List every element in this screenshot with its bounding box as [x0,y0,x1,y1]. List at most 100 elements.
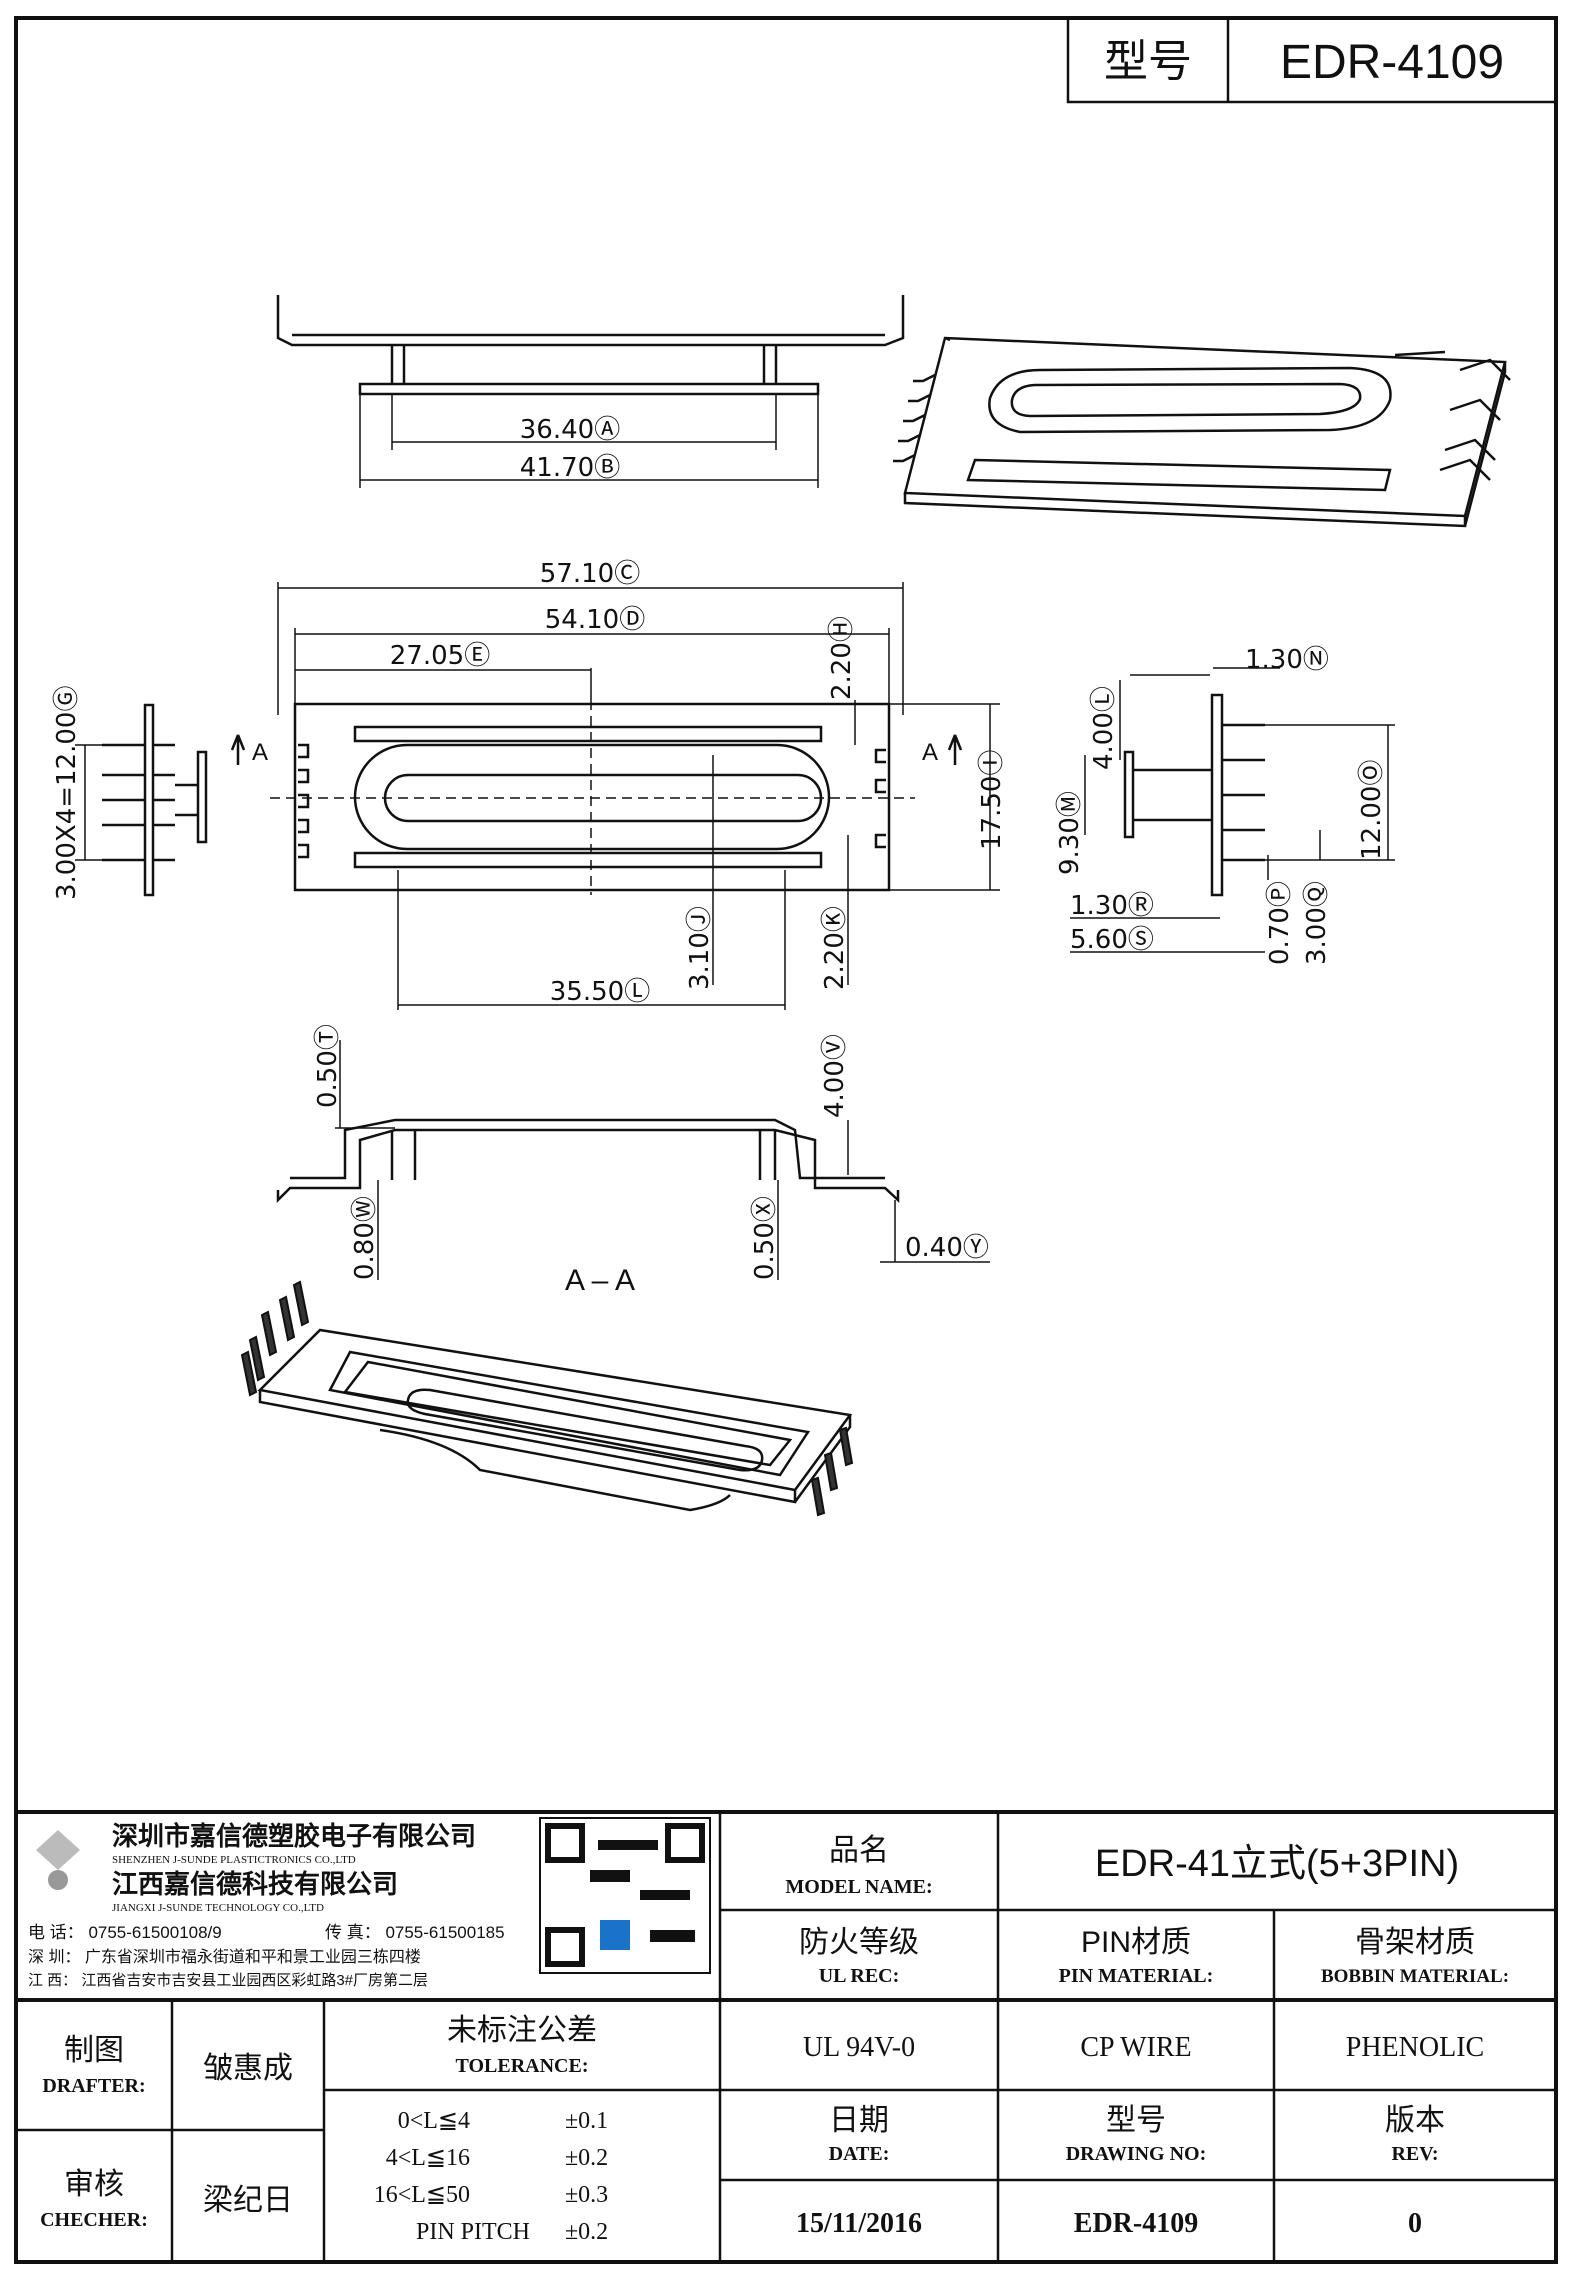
tag-pin-pitch: Ⓠ [1302,881,1332,907]
rev-value: 0 [1408,2208,1422,2239]
header-model: EDR-4109 [1280,36,1504,89]
svg-text:0.40Ⓨ: 0.40Ⓨ [905,1233,989,1263]
bobbin-en: BOBBIN MATERIAL: [1321,1966,1509,1987]
dim-flange-thk: 1.30 [1245,645,1303,675]
dim-sec-left: 0.80 [350,1222,380,1280]
tag-pin-w: Ⓟ [1265,881,1295,907]
drafter-name: 皱惠成 [203,2052,293,2085]
section-label: A – A [565,1264,635,1297]
svg-text:1.30Ⓝ: 1.30Ⓝ [1245,645,1329,675]
company-fax: 传 真： 0755-61500185 [325,1923,505,1942]
company-addr-sz: 深 圳： 广东省深圳市福永街道和平和景工业园三栋四楼 [28,1948,421,1966]
drafter-cn: 制图 [64,2034,124,2067]
date-en: DATE: [829,2143,890,2165]
title-block: 深圳市嘉信德塑胶电子有限公司 SHENZHEN J-SUNDE PLASTICT… [16,1810,1556,2262]
dim-window-length: 35.50 [550,977,624,1007]
dim-pin-span: 3.00X4=12.00 [52,712,82,900]
arrow-a-right: A [922,739,938,766]
dim-pin-pitch: 3.00 [1302,907,1332,965]
drawing-no-cn: 型号 [1106,2104,1166,2137]
model-name-value: EDR-41立式(5+3PIN) [1095,1843,1459,1885]
tolerance-en: TOLERANCE: [456,2055,589,2077]
company-tel: 电 话： 0755-61500108/9 [28,1923,222,1942]
tag-bottom-gap: Ⓚ [820,906,850,932]
pin-mat-cn: PIN材质 [1081,1926,1191,1959]
company-logo [36,1830,80,1890]
svg-text:1.30Ⓡ: 1.30Ⓡ [1070,891,1154,921]
tag-sec-right: Ⓧ [750,1196,780,1222]
dim-flange-thk2: 1.30 [1070,891,1128,921]
tag-body-length: Ⓓ [619,605,645,635]
tol-range-3: PIN PITCH [416,2219,530,2245]
tag-top-inner: Ⓐ [594,415,620,445]
tag-overall-length: Ⓒ [614,559,640,589]
left-end-view: 3.00X4=12.00Ⓖ [52,686,208,900]
svg-text:54.10Ⓓ: 54.10Ⓓ [545,605,645,635]
drawing-no-en: DRAWING NO: [1066,2143,1207,2165]
tol-value-1: ±0.2 [565,2145,608,2171]
dim-pin-w: 0.70 [1265,907,1295,965]
svg-text:0.50Ⓣ: 0.50Ⓣ [313,1024,343,1108]
checker-en: CHECHER: [40,2209,148,2231]
svg-text:12.00Ⓞ: 12.00Ⓞ [1357,760,1387,860]
tol-range-1: 4<L≦16 [386,2145,470,2171]
date-cn: 日期 [829,2104,889,2137]
bobbin-cn: 骨架材质 [1355,1926,1475,1959]
tag-sec-left: Ⓦ [350,1196,380,1222]
tag-pin-row: Ⓞ [1357,760,1387,786]
qr-code [539,1817,711,1974]
dim-pin-len: 5.60 [1070,925,1128,955]
dim-width: 17.50 [977,776,1007,850]
tag-pin-dia: Ⓨ [963,1233,989,1263]
company-name-jx-en: JIANGXI J-SUNDE TECHNOLOGY CO.,LTD [112,1902,324,1914]
svg-text:4.00Ⓛ: 4.00Ⓛ [1089,686,1119,770]
main-plan-view: 57.10Ⓒ 54.10Ⓓ 27.05Ⓔ 2.20Ⓗ 17.50Ⓘ 3.10Ⓙ … [230,559,1007,1010]
pin-value: CP WIRE [1080,2032,1191,2063]
svg-text:27.05Ⓔ: 27.05Ⓔ [390,641,490,671]
top-side-view: 36.40Ⓐ 41.70Ⓑ [276,295,905,488]
tag-width: Ⓘ [977,750,1007,776]
tol-value-2: ±0.3 [565,2182,608,2208]
svg-text:3.10Ⓙ: 3.10Ⓙ [685,906,715,990]
svg-text:57.10Ⓒ: 57.10Ⓒ [540,559,640,589]
model-name-en: MODEL NAME: [785,1876,932,1898]
tol-range-0: 0<L≦4 [398,2108,470,2134]
dim-window-width: 3.10 [685,932,715,990]
dim-pin-dia: 0.40 [905,1233,963,1263]
iso-view-bottom [240,1280,854,1517]
rev-cn: 版本 [1385,2104,1445,2137]
tag-pin-len: Ⓢ [1128,925,1154,955]
tol-value-0: ±0.1 [565,2108,608,2134]
right-side-view: 1.30Ⓝ 4.00Ⓛ 9.30Ⓜ 12.00Ⓞ 1.30Ⓡ 5.60Ⓢ 0.7… [1055,645,1395,965]
dim-top-outer: 41.70 [520,453,594,483]
svg-text:35.50Ⓛ: 35.50Ⓛ [550,977,650,1007]
dim-overall-length: 57.10 [540,559,614,589]
dim-top-inner: 36.40 [520,415,594,445]
company-name-jx: 江西嘉信德科技有限公司 [112,1869,398,1899]
drafter-en: DRAFTER: [42,2075,145,2097]
model-name-cn: 品名 [829,1834,889,1867]
tag-flange-thk2: Ⓡ [1128,891,1154,921]
dim-pin-row: 12.00 [1357,786,1387,860]
dim-top-gap: 2.20 [827,642,857,700]
dim-half-length: 27.05 [390,641,464,671]
svg-text:41.70Ⓑ: 41.70Ⓑ [520,453,620,483]
ul-cn: 防火等级 [799,1926,919,1959]
sheet-border [14,16,1558,2264]
tag-flange-thk: Ⓝ [1303,645,1329,675]
checker-name: 梁纪日 [203,2184,293,2217]
ul-en: UL REC: [819,1965,900,1987]
svg-text:2.20Ⓚ: 2.20Ⓚ [820,906,850,990]
dim-sec-top: 0.50 [313,1050,343,1108]
svg-text:3.00Ⓠ: 3.00Ⓠ [1302,881,1332,965]
company-name-sz: 深圳市嘉信德塑胶电子有限公司 [112,1821,476,1851]
svg-text:0.80Ⓦ: 0.80Ⓦ [350,1196,380,1280]
svg-text:0.70Ⓟ: 0.70Ⓟ [1265,881,1295,965]
dim-side-height: 4.00 [1089,712,1119,770]
ul-value: UL 94V-0 [803,2032,915,2063]
svg-text:36.40Ⓐ: 36.40Ⓐ [520,415,620,445]
tolerance-cn: 未标注公差 [447,2014,597,2047]
header-box: 型号 EDR-4109 [1066,16,1558,104]
checker-cn: 审核 [64,2168,124,2201]
dim-bottom-gap: 2.20 [820,932,850,990]
